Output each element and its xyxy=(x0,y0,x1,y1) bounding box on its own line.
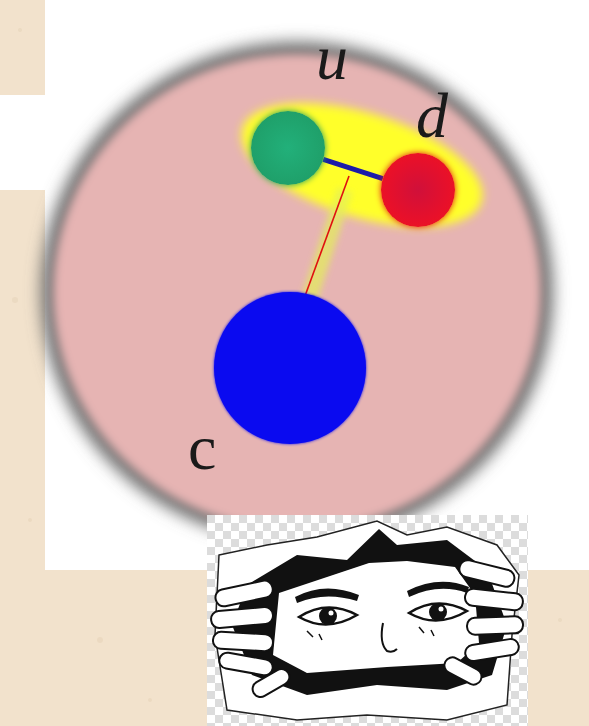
down-quark: d xyxy=(381,153,455,227)
string-line xyxy=(305,176,349,296)
diquark-glow xyxy=(227,79,496,252)
quark-label: d xyxy=(416,84,448,148)
baryon-cloud xyxy=(53,54,541,530)
charm-quark: c xyxy=(214,292,366,444)
baryon-edge xyxy=(41,42,553,542)
white-panel xyxy=(45,0,589,570)
binding-line xyxy=(323,159,383,178)
quark-label: c xyxy=(188,416,216,480)
white-patch xyxy=(0,95,46,190)
up-quark: u xyxy=(251,111,325,185)
peeking-eyes-picture xyxy=(207,515,528,726)
quark-label: u xyxy=(316,26,348,90)
